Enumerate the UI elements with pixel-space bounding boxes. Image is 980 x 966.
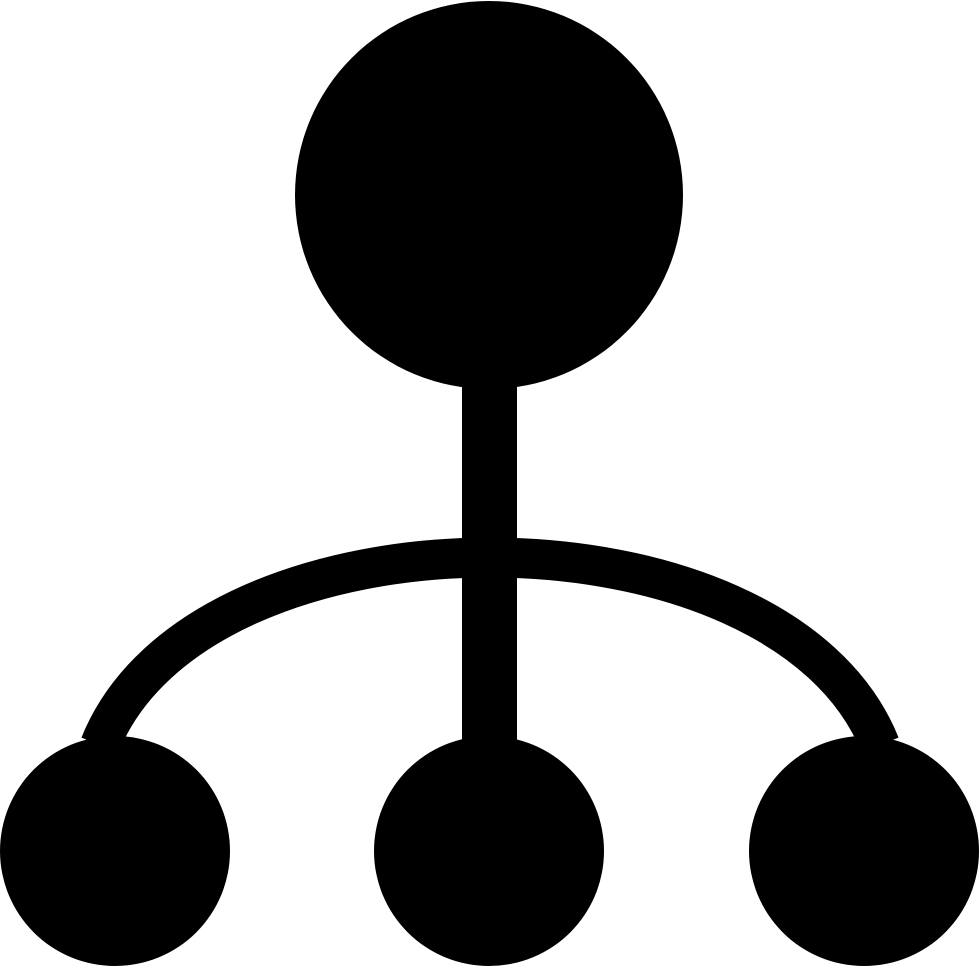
root-node: [295, 1, 683, 389]
connector-stem: [462, 360, 517, 760]
child-node-middle: [374, 736, 604, 966]
child-node-left: [0, 736, 230, 966]
child-node-right: [749, 736, 979, 966]
